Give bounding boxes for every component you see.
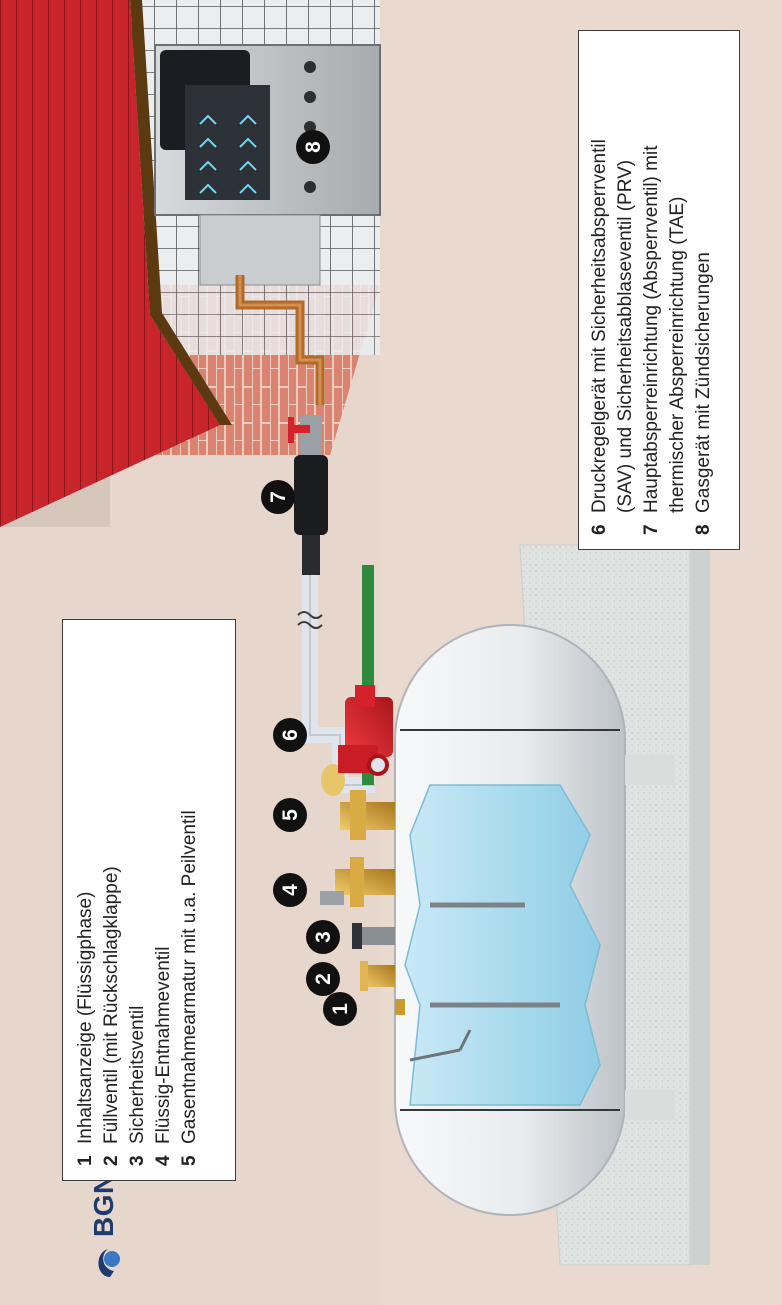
marker-7: 7 (261, 480, 295, 514)
legend-text: thermischer Absperreinrichtung (TAE) (665, 197, 691, 513)
legend-text: Druckregelgerät mit Sicherheitsabsperrve… (587, 139, 613, 513)
svg-text:5: 5 (279, 809, 302, 821)
legend-num: 8 (691, 513, 717, 535)
content-gauge (395, 999, 405, 1015)
marker-4: 4 (273, 873, 307, 907)
legend-item-7-cont: thermischer Absperreinrichtung (TAE) (665, 45, 691, 535)
legend-text: Inhaltsanzeige (Flüssigphase) (73, 892, 99, 1144)
svg-text:7: 7 (267, 491, 290, 503)
legend-text: Flüssig-Entnahmeventil (151, 947, 177, 1144)
legend-text: Gasentnahmearmatur mit u.a. Peilventil (177, 810, 203, 1144)
marker-1: 1 (323, 992, 357, 1026)
legend-num: 4 (151, 1144, 177, 1166)
fill-valve (360, 961, 395, 991)
legend-item-6-cont: (SAV) und Sicherheitsabblaseventil (PRV) (613, 45, 639, 535)
legend-num: 7 (639, 513, 665, 535)
legend-num: 3 (125, 1144, 151, 1166)
bgn-logo: BGN (84, 1173, 124, 1283)
marker-2: 2 (306, 962, 340, 996)
legend-num: 1 (73, 1144, 99, 1166)
legend-text: (SAV) und Sicherheitsabblaseventil (PRV) (613, 160, 639, 513)
marker-3: 3 (306, 920, 340, 954)
legend-text: Füllventil (mit Rückschlagklappe) (99, 866, 125, 1144)
legend-num: 5 (177, 1144, 203, 1166)
bgn-logo-text: BGN (88, 1173, 120, 1237)
marker-8: 8 (296, 130, 330, 164)
svg-text:4: 4 (279, 884, 302, 896)
svg-text:1: 1 (329, 1003, 352, 1015)
marker-5: 5 (273, 798, 307, 832)
legend-text: Sicherheitsventil (125, 1006, 151, 1144)
legend-num: 2 (99, 1144, 125, 1166)
marker-6: 6 (273, 718, 307, 752)
svg-text:2: 2 (312, 973, 335, 985)
legend-text: Gasgerät mit Zündsicherungen (691, 252, 717, 513)
legend-num: 6 (587, 513, 613, 535)
svg-text:8: 8 (302, 141, 325, 153)
svg-text:3: 3 (312, 931, 335, 943)
bgn-logo-icon (84, 1243, 124, 1283)
legend-text: Hauptabsperreinrichtung (Absperrventil) … (639, 146, 665, 514)
svg-text:6: 6 (279, 729, 302, 741)
